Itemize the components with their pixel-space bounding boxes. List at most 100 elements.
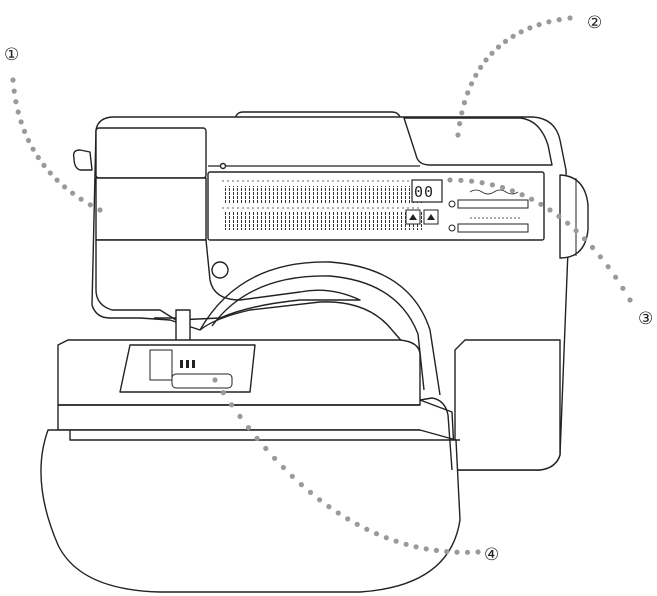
leader-dot (307, 489, 314, 495)
leader-dot (254, 435, 260, 441)
leader-dot (87, 202, 93, 208)
leader-dot (499, 184, 506, 191)
leader-dot (444, 549, 450, 555)
leader-dot (455, 132, 461, 138)
leader-dot (509, 188, 515, 194)
leader-dot (547, 207, 553, 213)
leader-dot (433, 547, 439, 554)
accessory-table (40, 429, 461, 593)
leader-dot (41, 162, 47, 168)
leader-dot (546, 19, 552, 25)
leader-dot (469, 178, 475, 184)
leader-dot (30, 146, 36, 152)
leader-dot (627, 297, 633, 303)
leader-dot (581, 236, 588, 242)
machine-body (40, 111, 589, 593)
stitch-number-readout: 00 (414, 183, 434, 201)
leader-dot (373, 531, 380, 537)
leader-dot (536, 22, 542, 28)
handwheel (559, 174, 589, 259)
leader-dot (457, 121, 463, 127)
leader-dot (573, 228, 579, 234)
callout-2: ② (587, 13, 602, 33)
leader-dot (495, 44, 502, 50)
leader-dot (489, 182, 495, 188)
leader-dot (354, 521, 360, 527)
leader-dot (529, 196, 535, 202)
leader-dot (620, 285, 626, 291)
leader-dot (458, 177, 464, 183)
leader-dot (565, 220, 571, 226)
leader-dot (519, 192, 525, 198)
leader-dot (475, 549, 481, 555)
leader-dot (510, 33, 516, 39)
leader-dot (62, 184, 68, 190)
leader-dot (468, 81, 475, 87)
leader-dot (613, 274, 619, 280)
callout-3: ③ (638, 309, 653, 329)
leader-dot (423, 546, 429, 552)
leader-dot (383, 535, 389, 541)
front-panel-left (95, 177, 207, 241)
leader-dot (413, 544, 419, 550)
leader-dot (447, 177, 453, 183)
leader-dot (605, 264, 611, 270)
leader-dot (35, 154, 41, 161)
leader-dot (556, 213, 562, 219)
stitch-width-slider[interactable] (457, 199, 529, 209)
leader-dot (454, 549, 460, 555)
leader-dot (326, 504, 332, 510)
leader-dot (464, 549, 471, 555)
leader-dot (298, 482, 304, 488)
leader-dot (15, 109, 21, 115)
leader-dot (13, 99, 19, 105)
leader-dot (478, 64, 484, 70)
leader-dot (345, 516, 351, 522)
leader-2 (455, 15, 573, 138)
leader-dot (393, 538, 399, 544)
leader-dot (220, 390, 226, 396)
leader-dot (556, 17, 562, 23)
leader-dot (18, 119, 24, 125)
leader-dot (465, 90, 471, 96)
leader-dot (70, 190, 76, 196)
leader-dot (459, 110, 465, 116)
stitch-length-slider[interactable] (457, 223, 529, 233)
leader-dot (538, 201, 544, 207)
leader-dot (489, 50, 495, 56)
leader-dot (280, 464, 286, 471)
arrow-up-icon (427, 214, 435, 220)
leader-dot (245, 425, 252, 431)
leader-dot (212, 377, 218, 383)
leader-dot (97, 207, 103, 213)
arm-opening-curve (199, 261, 441, 396)
leader-dot (589, 244, 596, 251)
leader-dot (461, 100, 467, 106)
spool-pin (72, 149, 93, 171)
leader-dot (289, 473, 295, 479)
leader-dot (364, 526, 370, 532)
stitch-row-2 (222, 212, 422, 230)
leader-dot (54, 177, 60, 183)
leader-3 (447, 177, 633, 303)
leader-dot (473, 72, 479, 78)
leader-dot (527, 25, 533, 31)
bobbin-cover (171, 373, 233, 389)
pillar (454, 339, 561, 471)
leader-dot (567, 15, 573, 21)
leader-dot (229, 402, 235, 408)
leader-dot (10, 77, 16, 83)
top-cover-right (403, 117, 553, 166)
leader-dot (263, 445, 269, 452)
leader-4 (212, 377, 481, 555)
leader-dot (479, 180, 485, 186)
leader-dot (237, 413, 243, 419)
leader-dot (403, 541, 409, 547)
leader-dot (317, 497, 323, 503)
callout-4: ④ (484, 545, 499, 565)
top-cover-left (95, 127, 207, 179)
leader-dot (25, 137, 32, 144)
stitch-display: 00 (411, 179, 443, 203)
leader-dot (483, 57, 489, 63)
